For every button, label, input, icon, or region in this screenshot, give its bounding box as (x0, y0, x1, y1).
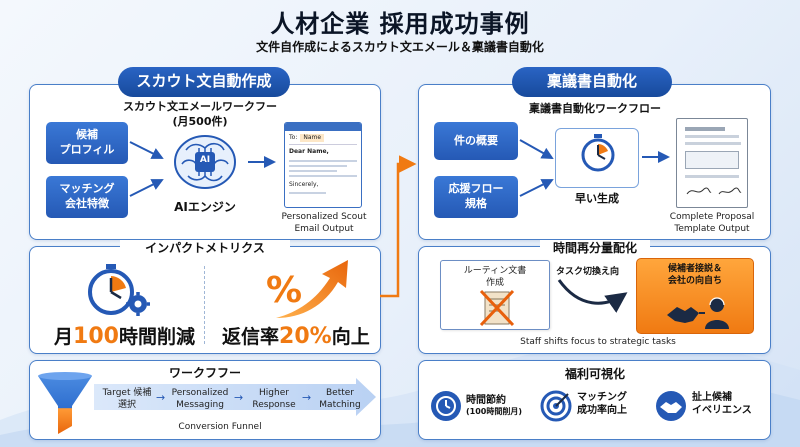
scout-input-matching-company: マッチング 会社特徴 (46, 176, 128, 218)
brain-chip-icon (174, 135, 236, 189)
fast-generation-node (555, 128, 639, 188)
welfare-title: 福利可視化 (564, 367, 625, 381)
target-icon (540, 390, 572, 422)
funnel-flow-arrow (94, 378, 376, 416)
impact-title: インパクトメトリクス (120, 240, 290, 257)
fast-generation-label: 早い生成 (575, 192, 619, 205)
growth-arrow-icon (276, 260, 348, 318)
email-greeting: Dear Name, (289, 148, 329, 156)
clock-gear-icon (431, 391, 461, 421)
scout-workflow-title: スカウト文エメールワークフー (月500件) (123, 100, 277, 128)
metric-reply-rate: 返信率20%向上 (222, 324, 370, 349)
funnel-step-1: Target 候補 選択 (102, 388, 152, 410)
page-title: 人材企業 採用成功事例 (270, 10, 530, 38)
funnel-step-arrow-2: → (234, 391, 244, 404)
impact-divider (204, 266, 205, 344)
ai-engine-node: AI AIエンジン (166, 130, 244, 216)
routine-docs-card: ルーティン文書 作成 (440, 260, 550, 330)
strategic-task-label: 候補者接説＆ 会社の向自ち (667, 264, 722, 286)
handshake-icon (656, 391, 686, 421)
realloc-caption: Staff shifts focus to strategic tasks (520, 337, 676, 347)
scout-engine-arrow (248, 156, 276, 168)
proposal-input-flow-spec: 応援フロー 規格 (434, 176, 518, 218)
ai-chip-label: AI (199, 155, 211, 165)
email-output-window: To: Name Dear Name, Sincerely, (284, 122, 362, 208)
email-to-label: To: (289, 134, 298, 141)
scout-input-arrows (129, 141, 164, 197)
email-to-value: Name (300, 134, 325, 143)
stopwatch-icon (581, 134, 615, 172)
funnel-step-2: Personalized Messaging (171, 388, 229, 410)
handshake-person-icon (667, 297, 729, 329)
routine-docs-label: ルーティン文書 作成 (463, 266, 527, 288)
connector-orange-arrow (380, 155, 417, 298)
funnel-icon (38, 372, 92, 434)
email-closing: Sincerely, (289, 180, 319, 188)
proposal-output-caption: Complete Proposal Template Output (669, 212, 755, 234)
welfare-panel (418, 360, 771, 440)
proposal-input-arrows (519, 139, 554, 197)
scout-input-candidate-profile: 候補 プロフィル (46, 122, 128, 164)
proposal-engine-arrow (642, 151, 670, 163)
funnel-step-3: Higher Response (252, 388, 296, 410)
crossed-document-icon (479, 289, 515, 327)
scout-output-caption: Personalized Scout Email Output (281, 212, 367, 234)
signature-marks (686, 187, 742, 195)
proposal-section-pill: 稟議書自動化 (512, 67, 672, 97)
welfare-item-time-saving: 時間節約 (100時間削月) (466, 395, 523, 416)
funnel-caption: Conversion Funnel (178, 422, 262, 432)
percent-symbol: % (266, 270, 303, 311)
proposal-input-overview: 件の概要 (434, 122, 518, 160)
stopwatch-gear-icon (88, 264, 150, 316)
funnel-step-arrow-3: → (302, 391, 312, 404)
welfare-item-matching-success: マッチング 成功率向上 (577, 392, 627, 416)
realloc-title: 時間再分量配化 (540, 240, 650, 257)
funnel-step-arrow-1: → (156, 391, 166, 404)
strategic-task-card: 候補者接説＆ 会社の向自ち (636, 258, 754, 334)
welfare-item-candidate-experience: 扯上候補 イベリエンス (692, 392, 752, 416)
proposal-workflow-title: 稟議書自動化ワークフロー (529, 102, 661, 115)
task-switch-label: タスク切換え向 (556, 267, 620, 277)
metric-hours-saved: 月100時間削減 (54, 324, 195, 349)
proposal-document-icon (676, 118, 748, 208)
task-switch-arrow (557, 279, 628, 313)
funnel-title: ワークフフー (168, 366, 241, 380)
ai-engine-label: AIエンジン (174, 200, 236, 214)
scout-section-pill: スカウト文自動作成 (118, 67, 290, 97)
page-subtitle: 文件自作成によるスカウト文エメール＆稟議書自動化 (256, 40, 544, 54)
funnel-step-4: Better Matching (319, 388, 361, 410)
